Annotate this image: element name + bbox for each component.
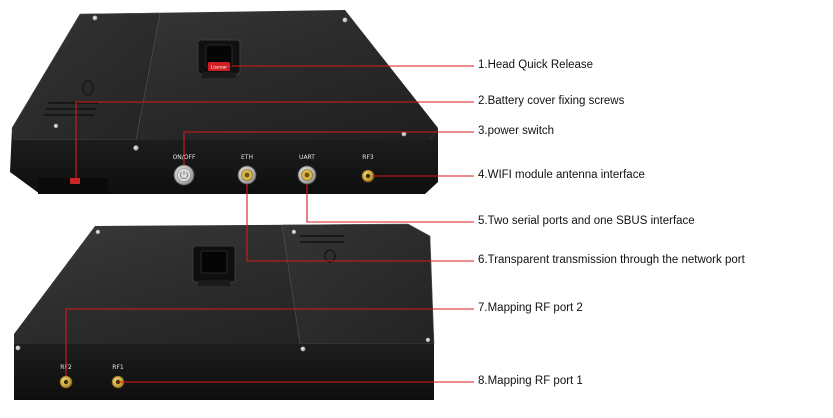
- leader-7: [65, 308, 474, 376]
- callout-battery-cover-screws: 2.Battery cover fixing screws: [478, 95, 625, 107]
- bottom-screw-front-left: [15, 345, 21, 351]
- battery-cover-emboss: [44, 80, 98, 116]
- screw-cover-bottom: [53, 123, 59, 129]
- front-notch: [38, 178, 108, 194]
- screw-front-right: [401, 131, 407, 137]
- top-device: Lisenar ON/OFF ETH UART RF3: [10, 10, 438, 194]
- callout-serial-sbus: 5.Two serial ports and one SBUS interfac…: [478, 215, 695, 227]
- screw-top-left: [92, 15, 98, 21]
- quick-release-brand: Lisenar: [211, 65, 227, 71]
- head-quick-release: Lisenar: [197, 39, 241, 78]
- rf2-connector: [59, 375, 73, 389]
- bottom-screw-front-mid: [300, 346, 306, 352]
- quick-release-badge: [208, 62, 230, 71]
- label-uart: UART: [299, 154, 315, 161]
- callout-rf-port-1: 8.Mapping RF port 1: [478, 375, 583, 387]
- label-rf1: RF1: [112, 364, 124, 371]
- bottom-screw-back-left: [95, 229, 101, 235]
- uart-connector: [297, 165, 317, 185]
- leader-lines: [65, 65, 474, 383]
- screw-top-right: [342, 17, 348, 23]
- top-device-front: [10, 128, 438, 194]
- bottom-head-quick-release: [192, 245, 236, 286]
- bottom-screw-front-right: [425, 337, 431, 343]
- red-foot: [70, 178, 80, 184]
- power-icon: [179, 172, 189, 180]
- label-eth: ETH: [241, 154, 253, 161]
- leader-5: [306, 184, 474, 223]
- callout-rf-port-2: 7.Mapping RF port 2: [478, 302, 583, 314]
- leader-3: [183, 131, 474, 165]
- bottom-battery-cover: [281, 223, 435, 345]
- callout-head-quick-release: 1.Head Quick Release: [478, 59, 594, 71]
- label-rf3: RF3: [362, 154, 374, 161]
- power-switch: [173, 164, 195, 186]
- bottom-cover-emboss: [300, 235, 344, 263]
- leader-2: [75, 101, 474, 182]
- leader-6: [246, 184, 474, 262]
- callout-wifi-antenna: 4.WIFI module antenna interface: [478, 169, 645, 181]
- callout-network-port: 6.Transparent transmission through the n…: [478, 254, 745, 266]
- battery-cover: [11, 12, 161, 141]
- callout-power-switch: 3.power switch: [478, 125, 555, 137]
- bottom-screw-back-mid: [291, 229, 297, 235]
- eth-connector: [237, 165, 257, 185]
- bottom-device: RF2 RF1: [14, 223, 435, 400]
- screw-front-left: [133, 145, 139, 151]
